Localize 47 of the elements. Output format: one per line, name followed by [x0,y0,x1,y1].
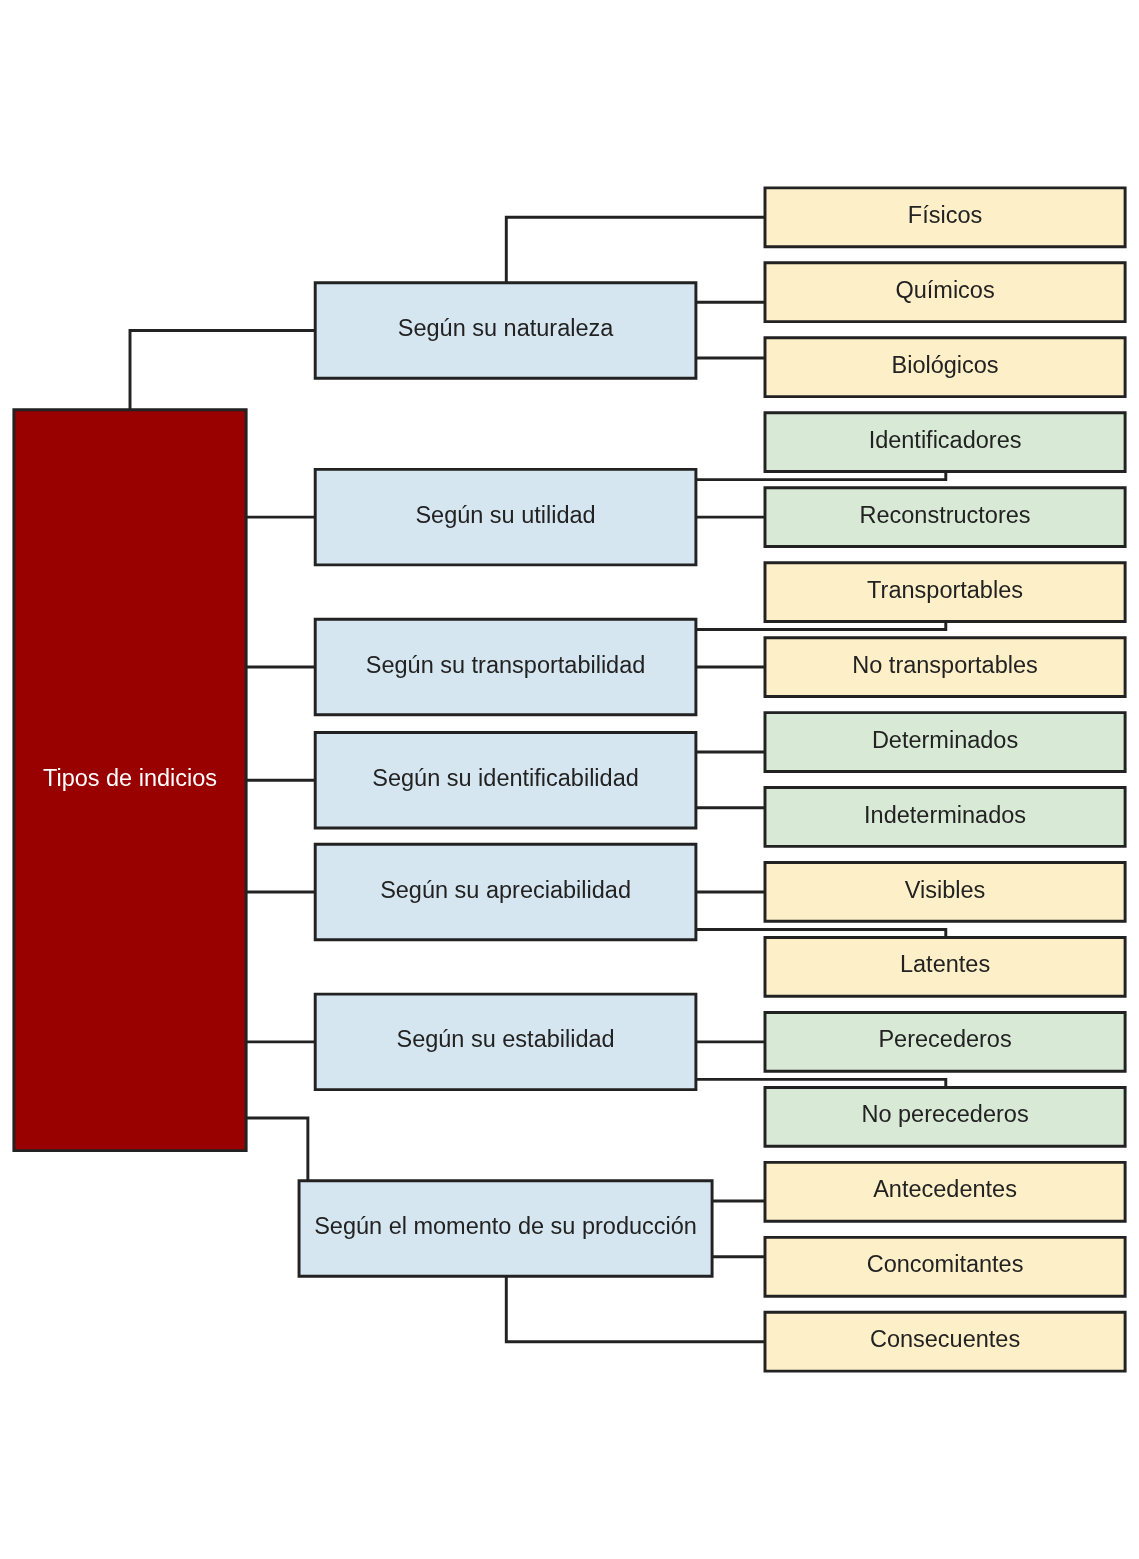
connector [696,471,948,482]
connector [504,215,765,283]
connector [696,515,765,519]
connector [246,1116,310,1181]
node-box: Según su transportabilidad [313,617,698,717]
node-box: Determinados [763,711,1127,773]
node-box: Identificadores [763,411,1127,474]
node-box: Según el momento de su producción [297,1179,714,1278]
node-box: Indeterminados [763,786,1127,848]
connector [712,1255,765,1259]
node-box: Perecederos [763,1011,1127,1073]
node-box: Según su utilidad [313,467,698,567]
connector [696,890,765,894]
node-box: No transportables [763,636,1127,698]
connector [504,1276,765,1344]
connector [696,806,765,810]
node-box: Físicos [763,186,1127,249]
connector [712,1199,765,1203]
connector [246,890,315,894]
connector [246,515,315,519]
node-box: Tipos de indicios [12,408,248,1153]
node-box: Reconstructores [763,486,1127,548]
node-box: No perecederos [763,1085,1127,1148]
connector [696,621,948,632]
node-box: Antecedentes [763,1160,1127,1223]
node-box: Según su estabilidad [313,992,698,1092]
node-box: Biológicos [763,336,1127,399]
connector [696,356,765,360]
node-box: Según su naturaleza [313,281,698,380]
connector [696,927,948,938]
node-box: Latentes [763,936,1127,998]
node-box: Concomitantes [763,1235,1127,1298]
connector [696,665,765,669]
node-box: Consecuentes [763,1310,1127,1373]
connector [246,665,315,669]
connector [696,750,765,754]
connector [696,1077,948,1088]
connector [246,1040,315,1044]
node-box: Según su apreciabilidad [313,842,698,942]
connector [696,1040,765,1044]
connector [696,300,765,304]
node-box: Visibles [763,861,1127,923]
connector [246,778,315,782]
connector [128,329,316,410]
node-box: Transportables [763,561,1127,623]
node-box: Según su identificabilidad [313,731,698,830]
node-box: Químicos [763,261,1127,324]
